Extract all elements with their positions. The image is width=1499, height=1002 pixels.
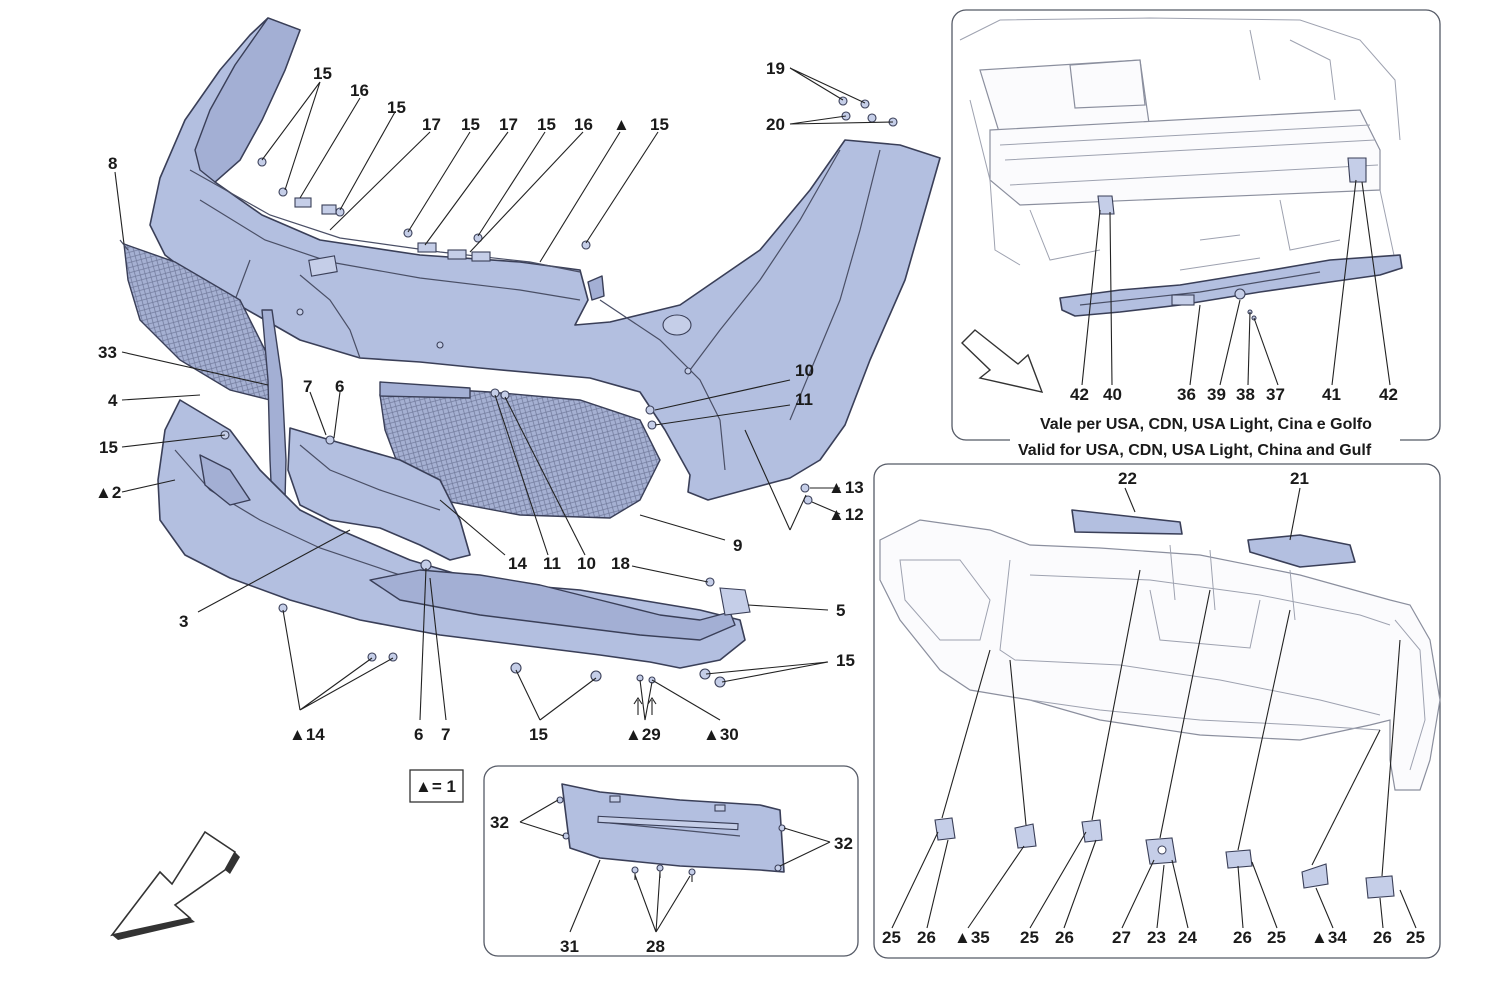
callout-42: 42 — [1070, 385, 1089, 404]
callout-28: 28 — [646, 937, 665, 956]
callout-3: 3 — [179, 612, 188, 631]
callout-32: 32 — [834, 834, 853, 853]
inset-bumper-frame: 22 21 25 26 ▲35 25 26 27 23 24 26 25 ▲34… — [873, 463, 1441, 959]
callout-triangle: ▲ — [613, 115, 630, 134]
callout-10: 10 — [795, 361, 814, 380]
callout-35: ▲35 — [954, 928, 990, 947]
callout-15: 15 — [461, 115, 480, 134]
inset-license-plate-bracket: 32 32 31 28 — [483, 765, 859, 957]
inset-usa-variant: 42 40 36 39 38 37 41 42 Vale per USA, CD… — [951, 9, 1441, 460]
callout-27: 27 — [1112, 928, 1131, 947]
callout-16: 16 — [350, 81, 369, 100]
legend-text: ▲= 1 — [415, 777, 456, 796]
callout-31: 31 — [560, 937, 579, 956]
callout-13: ▲13 — [828, 478, 864, 497]
small-arrow-icons — [633, 697, 657, 715]
callout-9: 9 — [733, 536, 742, 555]
callout-36: 36 — [1177, 385, 1196, 404]
callout-7: 7 — [303, 377, 312, 396]
variant-caption-english: Valid for USA, CDN, USA Light, China and… — [1018, 442, 1372, 459]
callout-18: 18 — [611, 554, 630, 573]
callout-37: 37 — [1266, 385, 1285, 404]
callout-24: 24 — [1178, 928, 1197, 947]
callout-6: 6 — [335, 377, 344, 396]
inset-brackets — [934, 817, 1395, 899]
callout-26: 26 — [917, 928, 936, 947]
callout-25: 25 — [1267, 928, 1286, 947]
main-callouts: 15 16 15 17 15 17 15 16 ▲ 15 19 20 8 33 … — [95, 59, 864, 744]
callout-15: 15 — [529, 725, 548, 744]
callout-32: 32 — [490, 813, 509, 832]
callout-25: 25 — [1406, 928, 1425, 947]
callout-14: 14 — [508, 554, 527, 573]
callout-14: ▲14 — [289, 725, 325, 744]
callout-6: 6 — [414, 725, 423, 744]
leader-lines — [114, 67, 894, 721]
callout-10: 10 — [577, 554, 596, 573]
callout-23: 23 — [1147, 928, 1166, 947]
legend-box: ▲= 1 — [409, 769, 464, 803]
callout-30: ▲30 — [703, 725, 739, 744]
callout-15: 15 — [99, 438, 118, 457]
callout-26: 26 — [1233, 928, 1252, 947]
callout-42: 42 — [1379, 385, 1398, 404]
callout-5: 5 — [836, 601, 845, 620]
left-grille — [119, 239, 271, 401]
callout-2: ▲2 — [95, 483, 121, 502]
bumper-inner-surface — [194, 17, 301, 183]
callout-15: 15 — [537, 115, 556, 134]
callout-25: 25 — [882, 928, 901, 947]
callout-8: 8 — [108, 154, 117, 173]
callout-26: 26 — [1373, 928, 1392, 947]
callout-20: 20 — [766, 115, 785, 134]
callout-38: 38 — [1236, 385, 1255, 404]
callout-15: 15 — [313, 64, 332, 83]
callout-15: 15 — [836, 651, 855, 670]
front-bumper-assembly — [149, 17, 941, 501]
air-duct — [287, 427, 471, 561]
variant-caption-italian: Vale per USA, CDN, USA Light, Cina e Gol… — [1040, 416, 1372, 433]
callout-7: 7 — [441, 725, 450, 744]
callout-16: 16 — [574, 115, 593, 134]
callout-34: ▲34 — [1311, 928, 1347, 947]
callout-41: 41 — [1322, 385, 1341, 404]
callout-17: 17 — [499, 115, 518, 134]
callout-15: 15 — [387, 98, 406, 117]
callout-11: 11 — [795, 390, 813, 409]
callout-12: ▲12 — [828, 505, 864, 524]
callout-33: 33 — [98, 343, 117, 362]
callout-40: 40 — [1103, 385, 1122, 404]
callout-21: 21 — [1290, 469, 1309, 488]
callout-4: 4 — [108, 391, 118, 410]
front-direction-arrow-icon — [110, 830, 240, 940]
callout-26: 26 — [1055, 928, 1074, 947]
callout-29: ▲29 — [625, 725, 661, 744]
callout-19: 19 — [766, 59, 785, 78]
callout-17: 17 — [422, 115, 441, 134]
callout-11: 11 — [543, 554, 561, 573]
callout-22: 22 — [1118, 469, 1137, 488]
callout-15: 15 — [650, 115, 669, 134]
callout-39: 39 — [1207, 385, 1226, 404]
callout-25: 25 — [1020, 928, 1039, 947]
